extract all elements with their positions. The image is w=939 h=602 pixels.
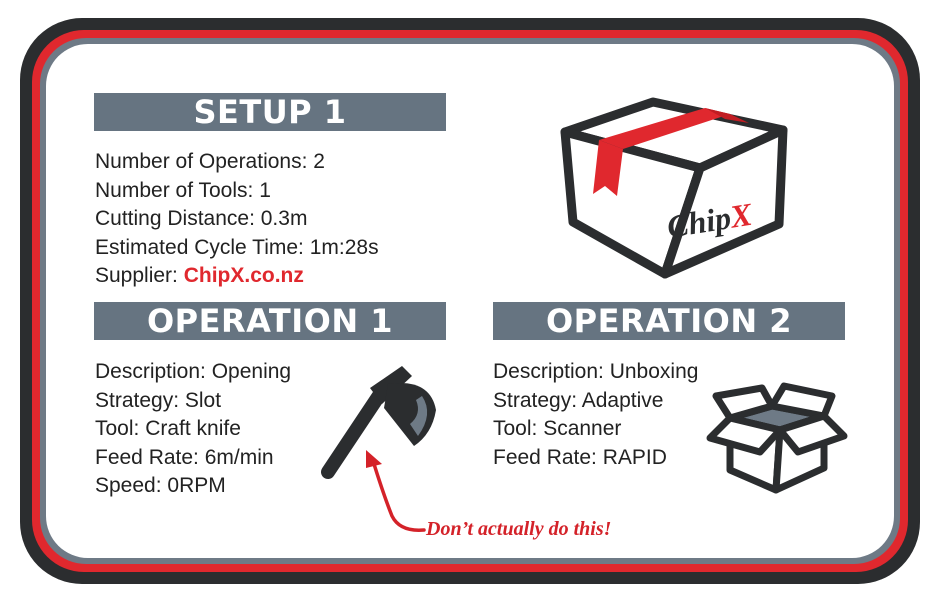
number-of-tools: Number of Tools: 1 bbox=[95, 177, 379, 206]
curved-arrow-icon bbox=[366, 450, 426, 532]
setup-details: Number of Operations: 2 Number of Tools:… bbox=[95, 148, 379, 291]
warning-note: Don’t actually do this! bbox=[426, 518, 612, 540]
operation2-description: Description: Unboxing bbox=[493, 360, 699, 383]
estimated-cycle-time: Estimated Cycle Time: 1m:28s bbox=[95, 234, 379, 263]
cycle-time-value: 1m:28s bbox=[309, 235, 379, 259]
operation1-tool: Tool: Craft knife bbox=[95, 417, 241, 440]
number-of-tools-label: Number of Tools: bbox=[95, 178, 260, 202]
operation1-feed-rate: Feed Rate: 6m/min bbox=[95, 445, 274, 469]
number-of-operations-value: 2 bbox=[313, 150, 325, 173]
cutting-distance-value: 0.3m bbox=[260, 207, 308, 230]
operation2-strategy: Strategy: Adaptive bbox=[493, 388, 664, 412]
supplier: Supplier: ChipX.co.nz bbox=[95, 262, 379, 291]
closed-box-icon: ChipX bbox=[560, 97, 788, 279]
number-of-operations-label: Number of Operations: bbox=[95, 150, 314, 173]
operation2-banner: OPERATION 2 bbox=[493, 302, 845, 340]
operation2-title: OPERATION 2 bbox=[545, 302, 793, 340]
operation1-description: Description: Opening bbox=[95, 360, 292, 383]
cutting-distance: Cutting Distance: 0.3m bbox=[95, 205, 379, 234]
number-of-operations: Number of Operations: 2 bbox=[95, 148, 379, 177]
setup-banner: SETUP 1 bbox=[94, 93, 446, 131]
operation1-details: Description: Opening Strategy: Slot Tool… bbox=[95, 358, 291, 501]
operation1-strategy: Strategy: Slot bbox=[95, 388, 222, 412]
operation1-title: OPERATION 1 bbox=[146, 302, 394, 340]
supplier-link[interactable]: ChipX.co.nz bbox=[183, 264, 304, 287]
number-of-tools-value: 1 bbox=[259, 178, 271, 202]
operation2-feed-rate: Feed Rate: RAPID bbox=[493, 445, 667, 469]
operation1-banner: OPERATION 1 bbox=[94, 302, 446, 340]
operation1-speed: Speed: 0RPM bbox=[95, 474, 226, 497]
cycle-time-label: Estimated Cycle Time: bbox=[95, 235, 310, 259]
supplier-label: Supplier: bbox=[95, 264, 184, 287]
axe-icon bbox=[321, 366, 436, 479]
cutting-distance-label: Cutting Distance: bbox=[95, 207, 261, 230]
open-box-icon bbox=[706, 382, 848, 494]
operation2-tool: Tool: Scanner bbox=[493, 417, 622, 440]
setup-title: SETUP 1 bbox=[193, 93, 347, 131]
operation2-details: Description: Unboxing Strategy: Adaptive… bbox=[493, 358, 698, 472]
